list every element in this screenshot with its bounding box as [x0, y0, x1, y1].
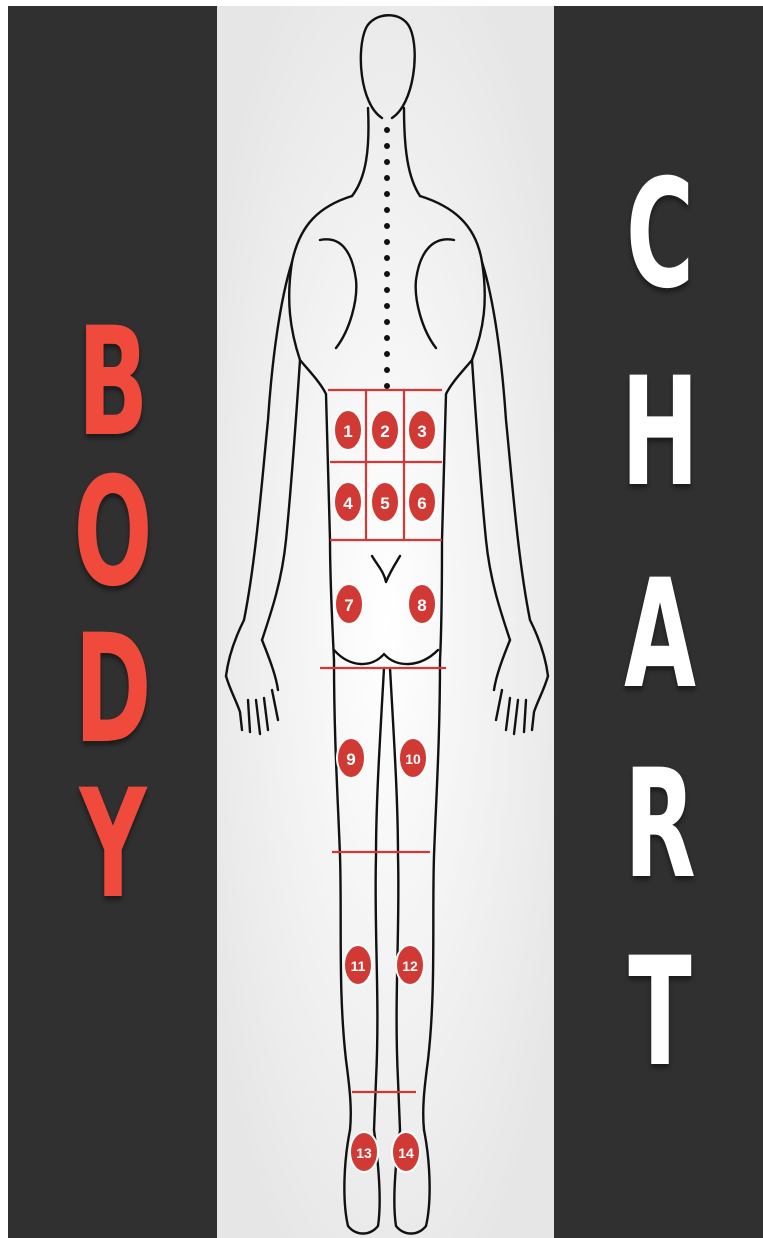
zone-marker-6: 6 — [408, 482, 436, 522]
zone-marker-11: 11 — [344, 945, 372, 985]
zone-label-10: 10 — [405, 751, 421, 767]
zone-label-8: 8 — [417, 596, 426, 615]
zone-marker-5: 5 — [371, 482, 399, 522]
zone-label-11: 11 — [351, 958, 366, 974]
zone-marker-3: 3 — [408, 410, 436, 450]
zone-marker-9: 9 — [337, 738, 365, 778]
zone-label-12: 12 — [402, 958, 418, 974]
zone-marker-12: 12 — [396, 945, 424, 985]
zone-marker-7: 7 — [335, 584, 363, 624]
zone-label-14: 14 — [398, 1145, 414, 1161]
zone-label-2: 2 — [380, 422, 389, 441]
zone-label-3: 3 — [417, 422, 426, 441]
zone-label-1: 1 — [343, 422, 352, 441]
zone-marker-1: 1 — [334, 410, 362, 450]
zone-label-7: 7 — [344, 596, 353, 615]
zone-marker-10: 10 — [399, 738, 427, 778]
zone-marker-4: 4 — [334, 482, 362, 522]
zone-label-5: 5 — [380, 494, 389, 513]
zone-marker-8: 8 — [408, 584, 436, 624]
zone-marker-2: 2 — [371, 410, 399, 450]
zone-label-4: 4 — [343, 494, 353, 513]
zone-marker-13: 13 — [350, 1132, 378, 1172]
zone-label-6: 6 — [417, 494, 426, 513]
zone-label-9: 9 — [346, 750, 355, 769]
zone-marker-14: 14 — [392, 1132, 420, 1172]
zone-label-13: 13 — [356, 1145, 372, 1161]
